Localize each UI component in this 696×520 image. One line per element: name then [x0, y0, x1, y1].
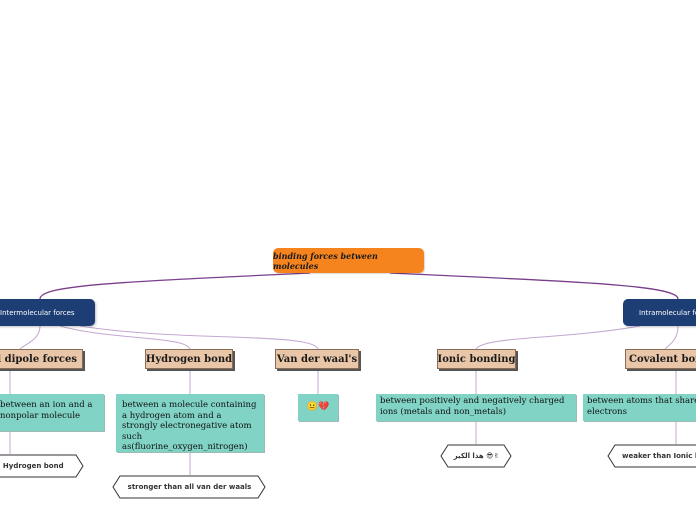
note-ionic-bonding[interactable]: هذا الكير 😎✌: [440, 444, 513, 468]
description-text: between a molecule containing a hydrogen…: [122, 400, 257, 452]
main-topic-label: Intermolecular forces: [0, 308, 75, 317]
connector-root-right: [389, 272, 679, 300]
connector-left-topic-0: [19, 325, 41, 350]
note-text: هذا الكير 😎✌: [453, 452, 500, 460]
note-shape-ionic-bonding[interactable]: [440, 444, 513, 468]
connector-left-topic-1: [59, 325, 191, 350]
root-topic-label: binding forces between molecules: [273, 250, 378, 271]
connector-left-topic-2: [79, 325, 319, 350]
subtopic-label: Covalent bond: [629, 353, 696, 365]
main-topic-label: Intramolecular forces: [639, 308, 696, 317]
note-shape-covalent-bond[interactable]: [607, 444, 696, 468]
description-text: between positively and negatively charge…: [380, 396, 565, 417]
main-topic-intramolecular[interactable]: Intramolecular forces: [623, 299, 696, 326]
description-text: between an ion and a nonpolar molecule: [0, 400, 93, 421]
note-induced-dipole[interactable]: weaker than Hydrogen bond: [0, 454, 85, 478]
subtopic-covalent-bond[interactable]: Covalent bond: [625, 349, 696, 369]
description-ionic-bonding[interactable]: between positively and negatively charge…: [376, 394, 576, 421]
note-hydrogen-bond[interactable]: stronger than all van der waals: [112, 475, 267, 499]
note-text: stronger than all van der waals: [127, 483, 252, 491]
description-induced-dipole[interactable]: between an ion and a nonpolar molecule: [0, 394, 104, 431]
subtopic-induced-dipole[interactable]: Induced dipole forces: [0, 349, 83, 369]
subtopic-label: Van der waal's: [276, 353, 358, 365]
main-topic-intermolecular[interactable]: Intermolecular forces: [0, 299, 95, 326]
description-van-der-waals[interactable]: 😐💔: [298, 394, 338, 421]
note-text: weaker than Hydrogen bond: [0, 462, 64, 470]
root-topic[interactable]: binding forces between molecules: [273, 248, 424, 273]
subtopic-label: Hydrogen bond: [145, 353, 233, 365]
subtopic-van-der-waals[interactable]: Van der waal's: [275, 349, 359, 369]
connector-right-topic-4: [664, 325, 679, 350]
subtopic-hydrogen-bond[interactable]: Hydrogen bond: [145, 349, 233, 369]
connector-right-topic-3: [475, 325, 641, 350]
description-emoji: 😐💔: [306, 402, 330, 413]
note-covalent-bond[interactable]: weaker than Ionic bond: [607, 444, 696, 468]
note-text: weaker than Ionic bond: [622, 452, 696, 460]
connector-root-left: [39, 272, 311, 300]
subtopic-label: Ionic bonding: [437, 353, 516, 365]
subtopic-ionic-bonding[interactable]: Ionic bonding: [437, 349, 516, 369]
note-shape-hydrogen-bond[interactable]: [112, 475, 267, 499]
note-shape-induced-dipole[interactable]: [0, 454, 85, 478]
subtopic-label: Induced dipole forces: [0, 353, 77, 365]
description-hydrogen-bond[interactable]: between a molecule containing a hydrogen…: [116, 394, 264, 452]
